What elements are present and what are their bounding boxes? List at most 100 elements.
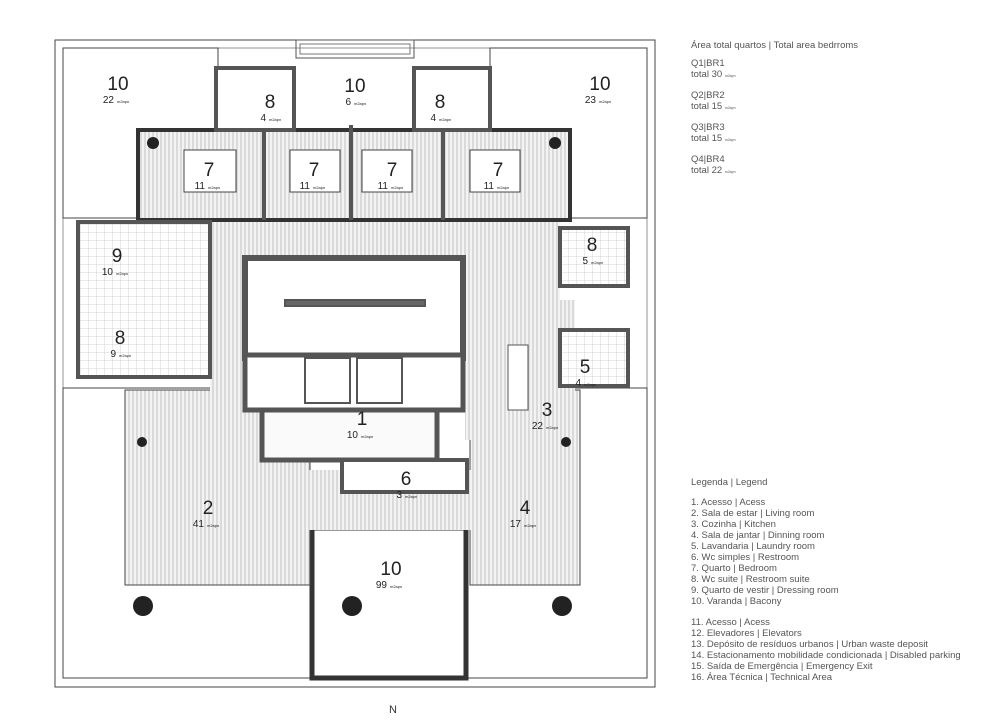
room-number: 7 [387, 160, 398, 181]
room-number: 2 [203, 498, 214, 519]
legend-item: 13. Depósito de resíduos urbanos | Urban… [691, 639, 928, 650]
room-area: 9 [110, 349, 116, 360]
room-number: 8 [115, 328, 126, 349]
room-area-unit: m2apn [391, 185, 403, 190]
bedroom-areas-title: Área total quartos | Total area bedrroms [691, 40, 859, 51]
room-number: 9 [112, 246, 123, 267]
room-area-unit: m2apn [117, 99, 129, 104]
room-area-unit: m2apn [497, 185, 509, 190]
legend-item: 7. Quarto | Bedroom [691, 563, 777, 574]
room-area-unit: m2apn [390, 584, 402, 589]
legend-title: Legenda | Legend [691, 477, 768, 488]
legend-item: 16. Área Técnica | Technical Area [691, 672, 833, 683]
north-label: N [389, 704, 397, 716]
bedroom-total-value: total 30 [691, 69, 723, 80]
room-area: 4 [260, 113, 266, 124]
legend-item: 15. Saída de Emergência | Emergency Exit [691, 661, 873, 672]
legend-item: 5. Lavandaria | Laundry room [691, 541, 815, 552]
bedroom-total-unit: m2apn [724, 138, 736, 142]
legend-item: 6. Wc simples | Restroom [691, 552, 800, 563]
room-area-unit: m2apn [119, 353, 131, 358]
room-area: 10 [102, 267, 114, 278]
room-number: 5 [580, 357, 591, 378]
bedroom-total-value: total 15 [691, 101, 723, 112]
room-area-unit: m2apn [439, 117, 451, 122]
legend-item: 9. Quarto de vestir | Dressing room [691, 585, 839, 596]
room-number: 10 [107, 74, 128, 95]
room-number: 10 [344, 76, 365, 97]
room-area: 99 [376, 580, 388, 591]
room-number: 1 [357, 409, 368, 430]
bedroom-total: total 15 m2apn [691, 101, 858, 114]
legend-item: 1. Acesso | Acess [691, 497, 766, 508]
legend-item: 8. Wc suite | Restroom suite [691, 574, 810, 585]
room-area: 3 [396, 490, 402, 501]
room-number: 7 [204, 160, 215, 181]
room-area-unit: m2apn [361, 434, 373, 439]
room-area-unit: m2apn [207, 523, 219, 528]
room-area-unit: m2apn [354, 101, 366, 106]
bedroom-name: Q2|BR2 [691, 90, 725, 101]
room-number: 8 [587, 235, 598, 256]
room-number: 7 [493, 160, 504, 181]
room-area: 11 [300, 181, 311, 192]
room-area: 22 [103, 95, 115, 106]
room-number: 6 [401, 469, 412, 490]
walls [76, 66, 630, 494]
room-area-unit: m2apn [405, 494, 417, 499]
room-area: 6 [345, 97, 351, 108]
room-area: 10 [347, 430, 359, 441]
room-area-unit: m2apn [584, 382, 596, 387]
room-area-unit: m2apn [546, 425, 558, 430]
columns [133, 137, 572, 616]
bedroom-total: total 22 m2apn [691, 165, 858, 178]
bedroom-name: Q1|BR1 [691, 58, 725, 69]
room-number: 10 [589, 74, 610, 95]
bedroom-total: total 15 m2apn [691, 133, 858, 146]
room-number: 8 [265, 92, 276, 113]
bedroom-total-unit: m2apn [724, 106, 736, 110]
room-number: 10 [380, 559, 401, 580]
bedroom-name: Q3|BR3 [691, 122, 725, 133]
room-area: 4 [575, 378, 581, 389]
bedroom-total-unit: m2apn [724, 74, 736, 78]
room-number: 7 [309, 160, 320, 181]
legend-item: 14. Estacionamento mobilidade condiciona… [691, 650, 961, 661]
room-number: 4 [520, 498, 531, 519]
room-area-unit: m2apn [208, 185, 220, 190]
room-area: 23 [585, 95, 597, 106]
room-area-unit: m2apn [269, 117, 281, 122]
room-area: 11 [195, 181, 206, 192]
legend-item: 4. Sala de jantar | Dinning room [691, 530, 825, 541]
legend-item: 11. Acesso | Acess [691, 617, 770, 628]
room-area-unit: m2apn [591, 260, 603, 265]
bedroom-total: total 30 m2apn [691, 69, 858, 82]
legend-item: 3. Cozinha | Kitchen [691, 519, 776, 530]
room-area: 11 [484, 181, 495, 192]
room-area: 17 [510, 519, 522, 530]
room-area: 11 [378, 181, 389, 192]
room-area: 41 [193, 519, 205, 530]
room-number: 3 [542, 400, 553, 421]
bedroom-total-value: total 22 [691, 165, 723, 176]
